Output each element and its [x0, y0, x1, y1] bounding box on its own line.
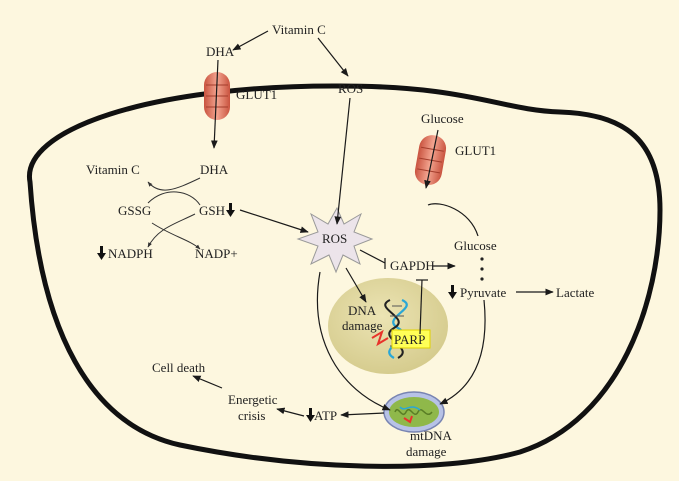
label-ros-outer: ROS — [338, 81, 363, 96]
mitochondrion — [383, 391, 445, 433]
label-atp: ATP — [314, 408, 337, 423]
label-dna-line2: damage — [342, 318, 383, 333]
label-gapdh: GAPDH — [390, 258, 435, 273]
label-glucose-inner: Glucose — [454, 238, 497, 253]
glut1-left-transporter — [204, 72, 230, 120]
label-mtdna-line2: damage — [406, 444, 447, 459]
dna-break-icon — [371, 329, 389, 347]
nucleus — [328, 278, 448, 374]
label-dha-outer: DHA — [206, 44, 235, 59]
label-dna-line1: DNA — [348, 303, 377, 318]
label-glucose-outer: Glucose — [421, 111, 464, 126]
label-gsh: GSH — [199, 203, 225, 218]
gsh-decrease-icon — [226, 203, 235, 217]
label-nadph: NADPH — [108, 246, 153, 261]
pyruvate-decrease-icon — [448, 285, 457, 299]
label-pyruvate: Pyruvate — [460, 285, 506, 300]
label-nadp-plus: NADP+ — [195, 246, 238, 261]
ros-starburst — [296, 206, 374, 274]
parp-box — [391, 329, 431, 349]
label-ros-center: ROS — [322, 231, 347, 246]
label-mtdna-line1: mtDNA — [410, 428, 453, 443]
glut1-right-transporter — [414, 135, 447, 185]
label-cell-death: Cell death — [152, 360, 206, 375]
label-dha-inner: DHA — [200, 162, 229, 177]
label-lactate: Lactate — [556, 285, 594, 300]
label-energetic-line1: Energetic — [228, 392, 278, 407]
label-parp: PARP — [394, 332, 425, 347]
mtdna-break-icon — [403, 415, 413, 424]
label-vitamin-c-inner: Vitamin C — [86, 162, 140, 177]
label-glut1-right: GLUT1 — [455, 143, 496, 158]
atp-decrease-icon — [306, 408, 315, 422]
label-glut1-left: GLUT1 — [236, 87, 277, 102]
nadph-decrease-icon — [97, 246, 106, 260]
cell-membrane — [27, 83, 663, 469]
label-gssg: GSSG — [118, 203, 151, 218]
label-vitamin-c-top: Vitamin C — [272, 22, 326, 37]
label-energetic-line2: crisis — [238, 408, 265, 423]
